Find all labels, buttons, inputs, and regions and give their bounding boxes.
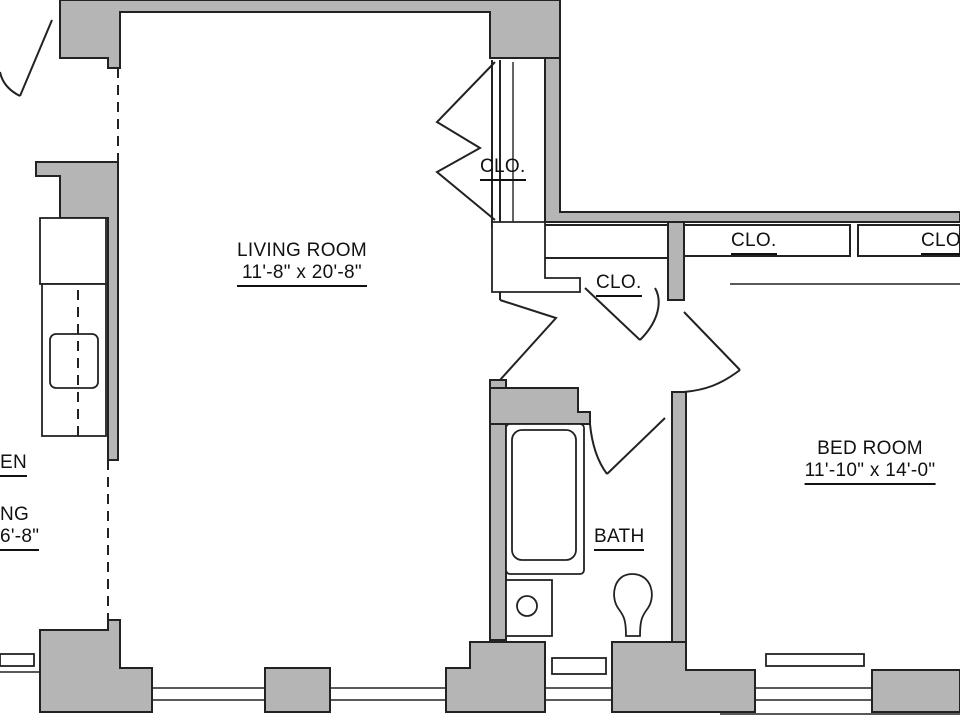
dining-name-partial: NG (0, 504, 30, 525)
radiator-bed (765, 653, 865, 667)
hall-wall-left (491, 221, 581, 293)
bath-wall (489, 379, 507, 641)
bath-door (589, 417, 666, 475)
kitchen-wall (35, 161, 119, 461)
radiator-bath (551, 657, 607, 675)
bottom-wall-left (39, 619, 153, 713)
bath-label: BATH (594, 526, 645, 551)
entry-door (0, 19, 53, 97)
dining-label-partial: NG 6'-8" (0, 504, 40, 551)
bath-sink-bowl (516, 595, 538, 617)
bottom-wall-mid (264, 667, 331, 713)
living-hall-door (499, 292, 558, 381)
window-lines (0, 671, 872, 701)
closet-label-bed-1: CLO. (731, 230, 777, 255)
bathtub-basin (511, 429, 577, 561)
living-right-wall (491, 60, 501, 228)
bed-room-label: BED ROOM 11'-10" x 14'-0" (804, 438, 936, 485)
living-opening-dash (107, 68, 119, 640)
bath-top-wall (489, 387, 591, 425)
hall-closet-door (584, 287, 660, 341)
bottom-wall-far (871, 669, 960, 713)
toilet (613, 573, 653, 637)
bed-room-dims: 11'-10" x 14'-0" (804, 460, 936, 485)
kitchen-label-partial: EN (0, 452, 27, 477)
bottom-wall-bath (445, 641, 546, 713)
hall-post (667, 221, 685, 301)
bottom-wall-right (611, 641, 756, 713)
kitchen-counter (39, 217, 107, 285)
bed-closet-wall (683, 224, 960, 257)
hall-closet-top (545, 224, 673, 259)
living-room-label: LIVING ROOM 11'-8" x 20'-8" (237, 240, 367, 287)
dining-dims-partial: 6'-8" (0, 526, 40, 551)
closet-door-living (435, 61, 496, 221)
radiator-left (0, 653, 35, 667)
bedroom-left-wall (671, 391, 687, 666)
closet-wall (544, 57, 960, 223)
living-room-name: LIVING ROOM (237, 240, 367, 261)
closet-label-bed-2: CLO (921, 230, 960, 255)
bed-room-name: BED ROOM (817, 438, 923, 459)
closet-label-living: CLO. (480, 156, 526, 181)
closet-label-hall: CLO. (596, 272, 642, 297)
bedroom-door (683, 311, 741, 393)
living-room-dims: 11'-8" x 20'-8" (237, 262, 367, 287)
living-top-wall (59, 0, 561, 69)
kitchen-sink (49, 333, 99, 389)
